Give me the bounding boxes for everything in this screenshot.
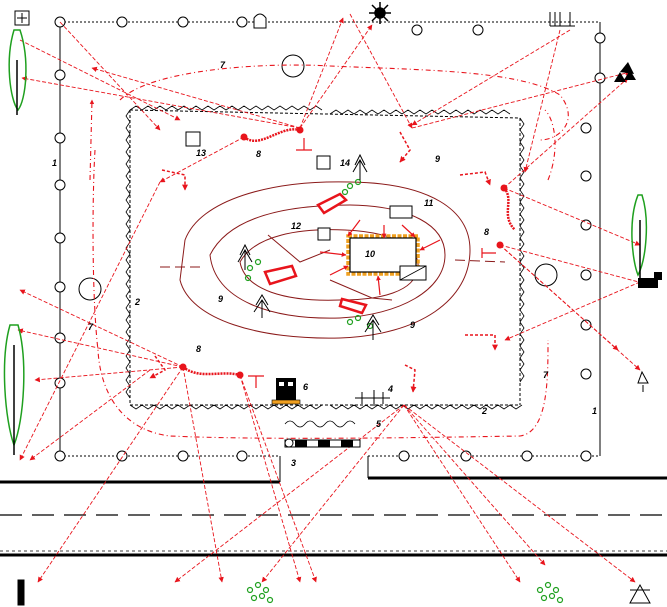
outbuilding [389, 205, 413, 219]
label-7: 7 [88, 322, 94, 332]
protected-object [346, 234, 427, 281]
bunker-icon [253, 13, 267, 29]
label-9: 9 [410, 320, 415, 330]
tree-line-icon [3, 29, 648, 455]
label-3: 3 [291, 458, 296, 468]
label-10: 10 [365, 249, 375, 259]
checkpoint-icon [355, 390, 390, 406]
patrol-routes [89, 64, 569, 439]
label-6: 6 [303, 382, 309, 392]
label-4: 4 [387, 384, 393, 394]
label-1: 1 [592, 406, 597, 416]
outbuilding [316, 155, 331, 170]
gate-barrier [284, 420, 361, 448]
label-8: 8 [196, 344, 201, 354]
threat-vectors [17, 13, 651, 583]
barrier-chains [182, 128, 516, 377]
vehicle-icon [638, 272, 662, 288]
label-9: 9 [218, 294, 223, 304]
guard-house-icon [271, 378, 301, 405]
label-2: 2 [481, 406, 487, 416]
map-labels: 1 1 2 2 3 4 5 6 7 7 7 8 8 8 9 9 9 10 11 … [52, 60, 597, 468]
label-8: 8 [256, 149, 261, 159]
label-7: 7 [543, 370, 549, 380]
label-9: 9 [435, 154, 440, 164]
outbuilding [317, 227, 331, 241]
conifer-icon [237, 153, 382, 340]
radar-icon [14, 10, 30, 26]
road [0, 476, 667, 557]
sentry-icon [637, 370, 649, 392]
label-7: 7 [220, 60, 226, 70]
label-14: 14 [340, 158, 350, 168]
signal-post-icon [248, 138, 496, 388]
mast-icon [17, 579, 651, 606]
label-1: 1 [52, 158, 57, 168]
label-2: 2 [134, 297, 140, 307]
label-12: 12 [291, 221, 301, 231]
label-8: 8 [484, 227, 489, 237]
outer-perimeter-fence [54, 16, 606, 482]
outbuilding [185, 131, 201, 147]
threat-vehicles [263, 192, 368, 315]
label-13: 13 [196, 148, 206, 158]
tower-icon [614, 62, 636, 82]
label-5: 5 [376, 419, 382, 429]
patrol-bent-arrows [149, 131, 498, 393]
antenna-icon [549, 12, 575, 27]
sun-icon [369, 2, 391, 24]
inner-barbed-fence [125, 105, 525, 410]
label-11: 11 [424, 198, 433, 208]
inner-force-arrows [319, 219, 441, 296]
